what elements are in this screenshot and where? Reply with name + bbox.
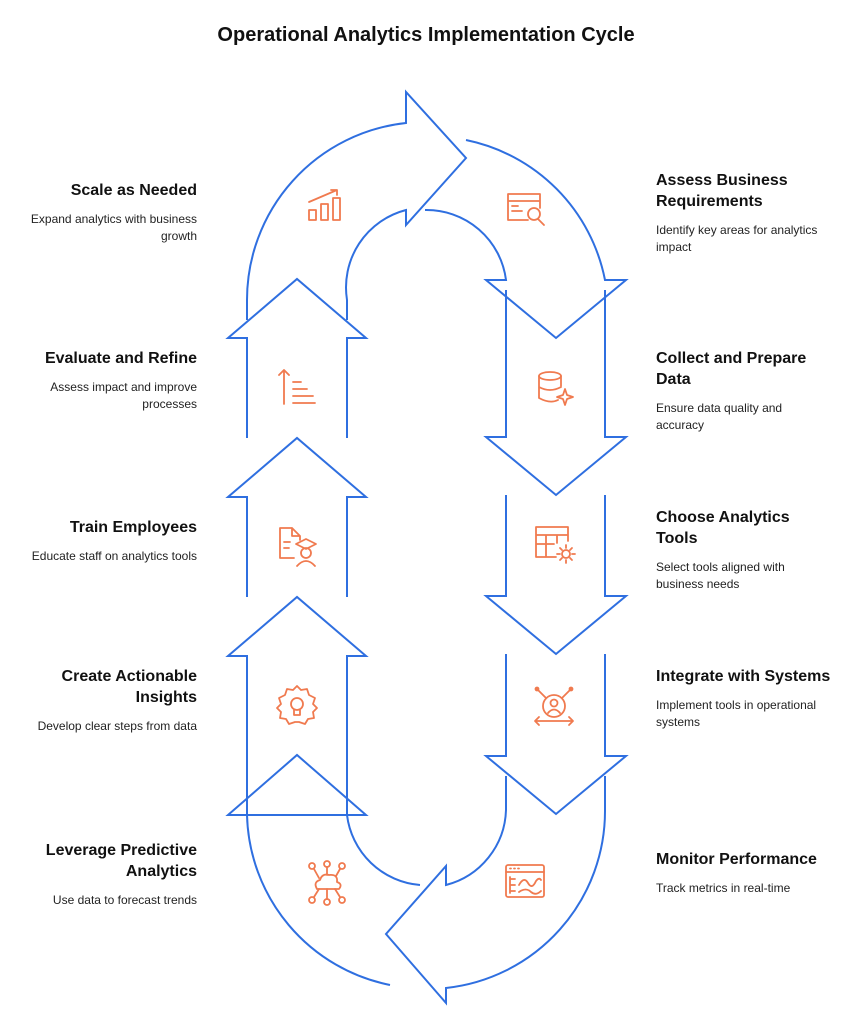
step-description: Develop clear steps from data bbox=[37, 719, 197, 733]
arc-bottom bbox=[384, 776, 607, 1006]
arc-right-top bbox=[424, 139, 629, 340]
step-description: Use data to forecast trends bbox=[52, 893, 197, 907]
step-title: Collect and Prepare Data bbox=[656, 350, 807, 388]
dashboard-window-icon bbox=[505, 864, 545, 898]
step-description: Ensure data quality and accuracy bbox=[656, 401, 783, 432]
step-evaluate-and-refine: Evaluate and Refine Assess impact and im… bbox=[22, 348, 197, 413]
step-monitor-performance: Monitor Performance Track metrics in rea… bbox=[656, 849, 831, 897]
cloud-network-icon bbox=[308, 860, 346, 906]
step-description: Educate staff on analytics tools bbox=[31, 549, 197, 563]
arrow-up-insights bbox=[225, 595, 369, 815]
user-network-icon bbox=[534, 686, 574, 726]
growth-chart-icon bbox=[308, 189, 341, 221]
step-title: Assess Business Requirements bbox=[656, 172, 788, 210]
step-description: Track metrics in real-time bbox=[656, 881, 791, 895]
step-title: Choose Analytics Tools bbox=[656, 509, 790, 547]
step-title: Leverage Predictive Analytics bbox=[45, 842, 197, 880]
database-sparkle-icon bbox=[538, 371, 574, 406]
step-leverage-predictive-analytics: Leverage Predictive Analytics Use data t… bbox=[22, 840, 197, 909]
gear-bulb-icon bbox=[276, 685, 318, 725]
arrow-down-collect bbox=[483, 290, 629, 497]
step-description: Select tools aligned with business needs bbox=[656, 560, 785, 591]
step-description: Assess impact and improve processes bbox=[50, 380, 197, 411]
step-choose-analytics-tools: Choose Analytics Tools Select tools alig… bbox=[656, 507, 831, 593]
arrow-up-train bbox=[225, 436, 369, 597]
step-title: Integrate with Systems bbox=[656, 668, 831, 685]
step-title: Train Employees bbox=[69, 519, 197, 536]
step-collect-and-prepare-data: Collect and Prepare Data Ensure data qua… bbox=[656, 348, 831, 434]
step-title: Scale as Needed bbox=[70, 182, 197, 199]
step-title: Create Actionable Insights bbox=[61, 668, 197, 706]
browser-search-icon bbox=[507, 193, 545, 226]
step-integrate-with-systems: Integrate with Systems Implement tools i… bbox=[656, 666, 831, 731]
step-title: Evaluate and Refine bbox=[44, 350, 197, 367]
table-gear-icon bbox=[535, 526, 576, 564]
step-description: Implement tools in operational systems bbox=[656, 698, 817, 729]
step-train-employees: Train Employees Educate staff on analyti… bbox=[22, 517, 197, 565]
arc-top bbox=[246, 89, 468, 320]
step-create-actionable-insights: Create Actionable Insights Develop clear… bbox=[22, 666, 197, 735]
step-scale-as-needed: Scale as Needed Expand analytics with bu… bbox=[22, 180, 197, 245]
arc-bottom-left bbox=[225, 753, 421, 986]
step-description: Identify key areas for analytics impact bbox=[656, 223, 818, 254]
page-title: Operational Analytics Implementation Cyc… bbox=[217, 24, 635, 46]
graduate-document-icon bbox=[279, 527, 317, 567]
step-description: Expand analytics with business growth bbox=[30, 212, 197, 243]
arrow-up-evaluate bbox=[225, 277, 369, 438]
arrow-down-integrate bbox=[483, 654, 629, 816]
step-assess-business-requirements: Assess Business Requirements Identify ke… bbox=[656, 170, 831, 256]
sort-ascending-icon bbox=[278, 369, 316, 405]
step-title: Monitor Performance bbox=[656, 851, 817, 868]
arrow-down-tools bbox=[483, 495, 629, 656]
